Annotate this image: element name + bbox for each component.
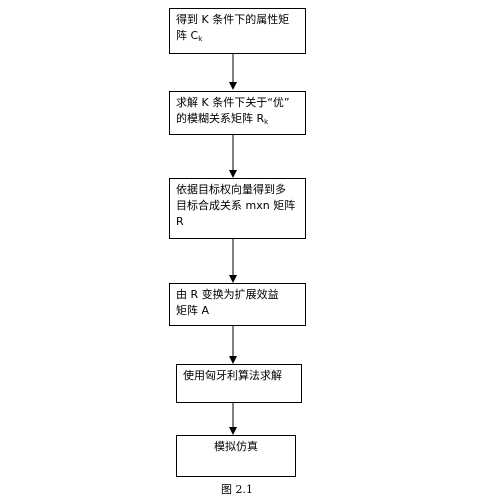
step-4-box: 由 R 变换为扩展效益 矩阵 A: [169, 283, 306, 326]
step-4-line-2: 矩阵 A: [176, 304, 210, 317]
step-6-line-1: 模拟仿真: [214, 440, 258, 453]
step-3-line-1: 依据目标权向量得到多: [176, 183, 286, 196]
step-1-line-1: 得到 K 条件下的属性矩: [176, 13, 290, 26]
step-1-line-2: 阵 Ck: [176, 29, 203, 43]
figure-caption: 图 2.1: [221, 483, 253, 496]
step-3-box: 依据目标权向量得到多 目标合成关系 mxn 矩阵 R: [169, 178, 306, 239]
step-4-line-1: 由 R 变换为扩展效益: [176, 288, 279, 301]
step-2-line-1: 求解 K 条件下关于“优”: [176, 96, 290, 109]
step-1-box: 得到 K 条件下的属性矩 阵 Ck: [169, 8, 306, 54]
step-3-line-2: 目标合成关系 mxn 矩阵: [176, 199, 296, 212]
step-2-box: 求解 K 条件下关于“优” 的模糊关系矩阵 Rk: [169, 91, 306, 135]
step-5-box: 使用匈牙利算法求解: [176, 364, 302, 403]
step-3-line-3: R: [176, 215, 184, 228]
step-2-subscript: k: [264, 118, 269, 126]
step-2-line-2: 的模糊关系矩阵 Rk: [176, 112, 269, 126]
step-6-box: 模拟仿真: [176, 435, 296, 477]
step-1-subscript: k: [198, 35, 203, 43]
step-5-line-1: 使用匈牙利算法求解: [183, 369, 282, 382]
